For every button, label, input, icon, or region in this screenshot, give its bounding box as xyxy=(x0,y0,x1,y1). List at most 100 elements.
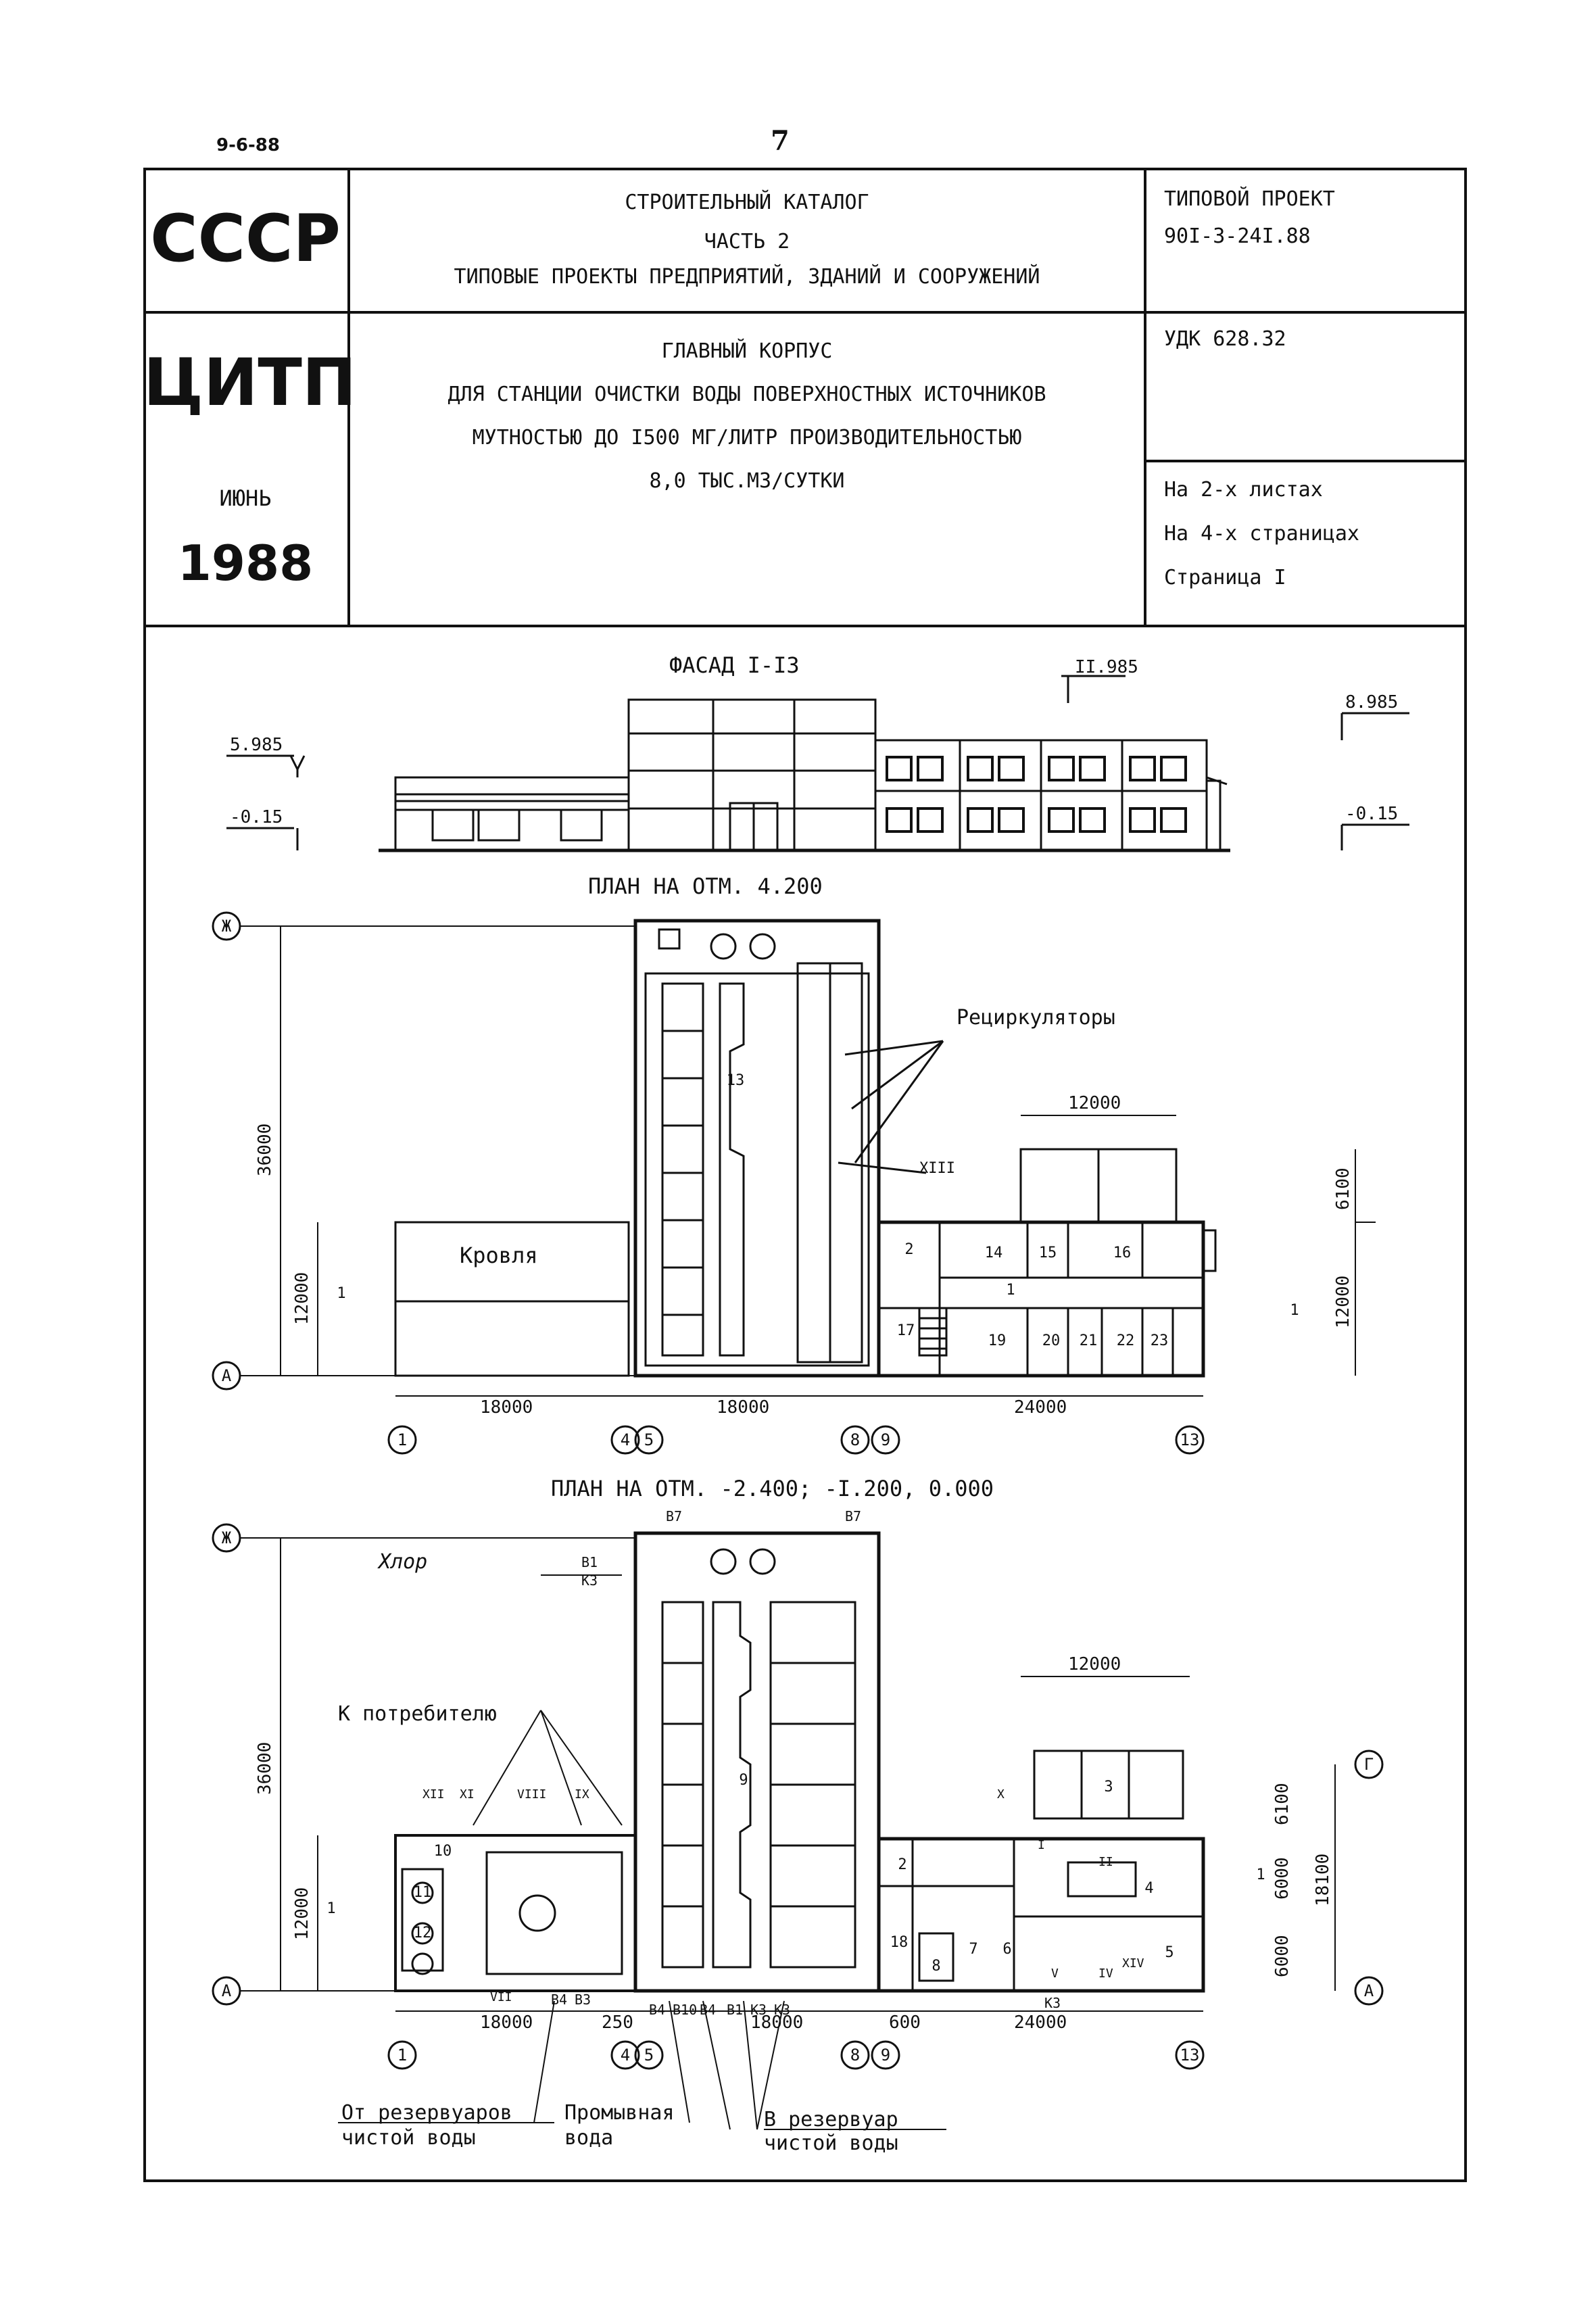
plan-upper-axes xyxy=(212,911,1205,1455)
section-tag: I xyxy=(1038,1838,1045,1852)
axis-label: 4 xyxy=(621,2046,630,2065)
axis-label: Г xyxy=(1364,1755,1374,1774)
room-number: 13 xyxy=(727,1072,745,1089)
project-code: 90I-3-24I.88 xyxy=(1164,224,1311,248)
title-line: ГЛАВНЫЙ КОРПУС xyxy=(661,339,833,363)
issue-year: 1988 xyxy=(177,535,314,592)
pipe-code: В10 xyxy=(673,2002,697,2018)
room-number: 1 xyxy=(1006,1282,1015,1299)
axis-label: 9 xyxy=(881,1430,890,1449)
title-line: 8,0 ТЫС.М3/СУТКИ xyxy=(649,469,845,493)
level-mark: -0.15 xyxy=(230,807,283,827)
room-number: 5 xyxy=(1165,1944,1174,1961)
chlorine-label: Хлор xyxy=(377,1550,427,1574)
dimension: 36000 xyxy=(255,1742,275,1795)
axis-label: А xyxy=(222,1981,232,2000)
dimension: 12000 xyxy=(1068,1093,1121,1113)
room-number: 11 xyxy=(414,1884,432,1901)
recirculators-label: Рециркуляторы xyxy=(957,1006,1115,1030)
pipe-code: К3 xyxy=(750,2002,767,2018)
section-mark: 1 xyxy=(327,1900,335,1917)
axis-label: 5 xyxy=(644,2046,654,2065)
roof-label: Кровля xyxy=(460,1243,538,1268)
to-reservoir-label: чистой воды xyxy=(764,2131,898,2155)
room-number: 17 xyxy=(897,1322,915,1339)
pipe-code: В1 xyxy=(727,2002,743,2018)
section-mark: 1 xyxy=(1290,1302,1299,1319)
dimension: 6100 xyxy=(1333,1167,1353,1210)
room-number: 20 xyxy=(1042,1332,1061,1349)
catalog-line: ТИПОВЫЕ ПРОЕКТЫ ПРЕДПРИЯТИЙ, ЗДАНИЙ И СО… xyxy=(454,265,1040,289)
section-label: XIII xyxy=(919,1160,955,1177)
document-date: 9-6-88 xyxy=(216,135,280,155)
room-number: 16 xyxy=(1113,1245,1132,1261)
title-line: МУТНОСТЬЮ ДО I500 МГ/ЛИТР ПРОИЗВОДИТЕЛЬН… xyxy=(472,426,1022,450)
sheet-count: На 2-х листах xyxy=(1164,478,1323,502)
room-number: 10 xyxy=(434,1843,452,1860)
axis-label: Ж xyxy=(222,917,232,936)
axis-label: 5 xyxy=(644,1430,654,1449)
plan-lower-title: ПЛАН НА ОТМ. -2.400; -I.200, 0.000 xyxy=(551,1476,994,1501)
pipe-code: В4 xyxy=(700,2002,716,2018)
pipe-code: В7 xyxy=(845,1508,861,1524)
dimension: 6000 xyxy=(1272,1935,1292,1977)
section-tag: VIII xyxy=(517,1787,546,1802)
title-block: СССР ЦИТП ИЮНЬ 1988 СТРОИТЕЛЬНЫЙ КАТАЛОГ… xyxy=(143,168,1467,627)
axis-label: А xyxy=(1364,1981,1374,2000)
room-number: 2 xyxy=(904,1241,913,1258)
axis-label: 4 xyxy=(621,1430,630,1449)
axis-label: Ж xyxy=(222,1528,232,1547)
catalog-line: СТРОИТЕЛЬНЫЙ КАТАЛОГ xyxy=(625,191,869,214)
wash-water-label: Промывная xyxy=(564,2101,675,2125)
from-reservoirs-label: чистой воды xyxy=(341,2126,476,2150)
room-number: 14 xyxy=(985,1245,1003,1261)
page-count: На 4-х страницах xyxy=(1164,522,1359,546)
wash-water-label: вода xyxy=(564,2126,613,2150)
dimension: 18100 xyxy=(1313,1854,1333,1906)
axis-label: 13 xyxy=(1180,2046,1200,2065)
section-tag: IV xyxy=(1098,1967,1113,1981)
section-tag: V xyxy=(1051,1967,1059,1981)
project-label: ТИПОВОЙ ПРОЕКТ xyxy=(1164,187,1335,211)
level-mark: 8.985 xyxy=(1345,692,1398,713)
section-tag: XII xyxy=(422,1787,445,1802)
level-mark: II.985 xyxy=(1075,657,1138,677)
section-tag: VII xyxy=(490,1990,512,2004)
room-number: 8 xyxy=(932,1958,940,1975)
axis-label: 1 xyxy=(397,2046,407,2065)
pipe-code: В1 xyxy=(581,1554,598,1570)
axis-label: 8 xyxy=(850,1430,860,1449)
plan-upper-title: ПЛАН НА ОТМ. 4.200 xyxy=(588,873,823,899)
room-number: 6 xyxy=(1002,1941,1011,1958)
axis-label: 9 xyxy=(881,2046,890,2065)
dimension: 600 xyxy=(889,2012,921,2033)
room-number: 3 xyxy=(1104,1779,1113,1795)
plan-lower-drawing xyxy=(240,1531,1336,2130)
axis-label: 1 xyxy=(397,1430,407,1449)
axis-label: 8 xyxy=(850,2046,860,2065)
dimension: 18000 xyxy=(480,1397,533,1418)
org-citp: ЦИТП xyxy=(143,345,357,420)
room-number: 12 xyxy=(414,1925,432,1941)
from-reservoirs-label: От резервуаров xyxy=(341,2101,512,2125)
pipe-code: В3 xyxy=(575,1992,591,2008)
catalog-heading: СТРОИТЕЛЬНЫЙ КАТАЛОГ ЧАСТЬ 2 ТИПОВЫЕ ПРО… xyxy=(350,181,1144,295)
dimension: 24000 xyxy=(1014,2012,1067,2033)
room-number: 23 xyxy=(1151,1332,1169,1349)
axis-label: 13 xyxy=(1180,1430,1200,1449)
plan-upper-drawing xyxy=(240,919,1376,1397)
dimension: 12000 xyxy=(292,1887,312,1940)
section-tag: X xyxy=(997,1787,1005,1802)
room-number: 19 xyxy=(988,1332,1007,1349)
room-number: 22 xyxy=(1117,1332,1135,1349)
pipe-code: К3 xyxy=(774,2002,790,2018)
section-mark: 1 xyxy=(337,1285,345,1302)
pipe-code: В4 xyxy=(649,2002,665,2018)
room-number: 4 xyxy=(1144,1880,1153,1897)
dimension: 18000 xyxy=(480,2012,533,2033)
dimension: 18000 xyxy=(717,1397,769,1418)
level-mark: 5.985 xyxy=(230,735,283,755)
to-consumer-label: К потребителю xyxy=(338,1702,497,1726)
sheet-frame xyxy=(143,168,1467,2182)
to-reservoir-label: В резервуар xyxy=(764,2108,898,2131)
